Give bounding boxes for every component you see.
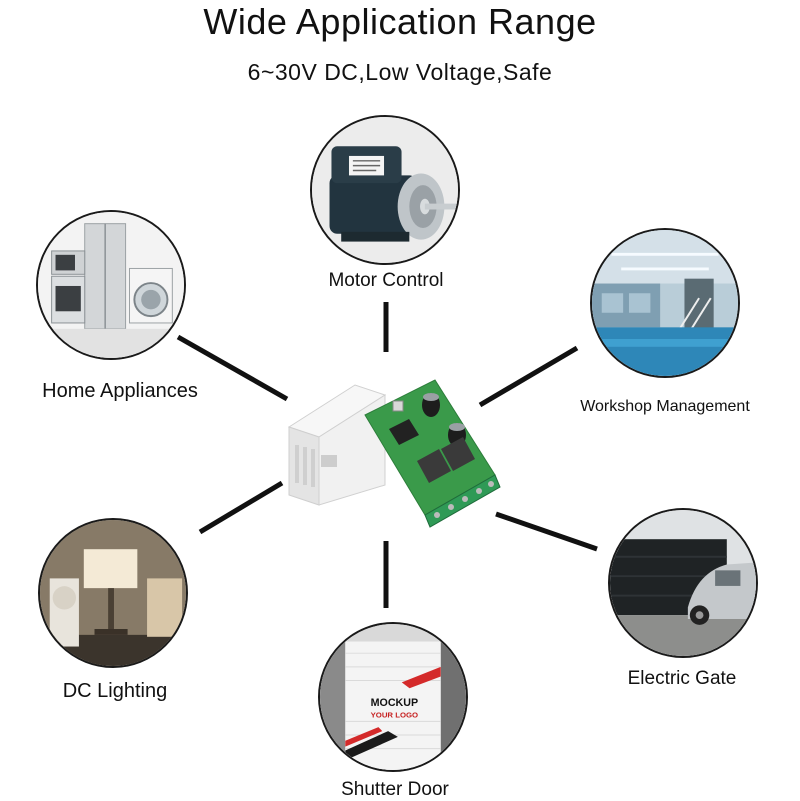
connector-gate [495,511,598,552]
garage-gate-icon [610,510,756,656]
page-subtitle: 6~30V DC,Low Voltage,Safe [247,59,553,85]
electric-gate-image [608,508,758,658]
shutter-door-icon: MOCKUP YOUR LOGO [320,624,466,770]
shutter-door-label: Shutter Door [341,779,449,800]
mockup-sub: YOUR LOGO [371,710,418,719]
home-appliances-label: Home Appliances [42,380,198,402]
motor-icon [312,117,458,263]
shutter-door-image: MOCKUP YOUR LOGO [318,622,468,772]
mockup-title: MOCKUP [371,697,419,709]
connector-home [176,334,289,402]
dc-lighting-label: DC Lighting [62,680,168,702]
workshop-icon [592,230,738,376]
dc-lighting-image [38,518,188,668]
page-title: Wide Application Range [203,1,597,42]
motor-control-label: Motor Control [328,270,444,291]
motor-control-image [310,115,460,265]
electric-gate-label: Electric Gate [627,668,737,689]
workshop-label: Workshop Management [580,398,750,415]
home-appliances-image [36,210,186,360]
connector-workshop [478,345,579,408]
appliances-icon [38,212,184,358]
connector-lighting [198,480,284,535]
lamp-icon [40,520,186,666]
workshop-image [590,228,740,378]
relay-module-icon [287,379,501,528]
